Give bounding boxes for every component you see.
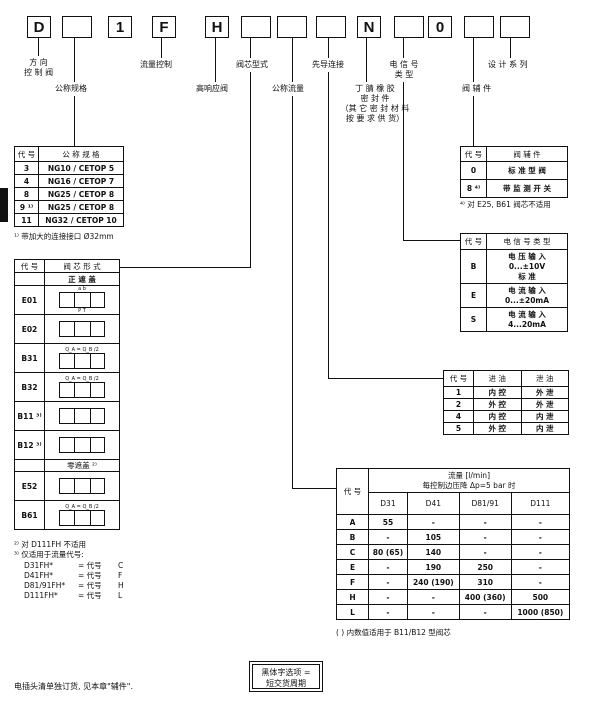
code-box-1 <box>62 16 92 38</box>
code-box-2: 1 <box>108 16 132 38</box>
label-accessory: 阀 辅 件 <box>462 84 492 93</box>
label-direction: 方 向控 制 阀 <box>24 58 54 77</box>
spool-symbol-icon <box>59 353 105 369</box>
spool-symbol <box>44 471 120 501</box>
code-box-10: 0 <box>428 16 452 38</box>
spool-footnote-2: ²⁾ 对 D111FH 不适用 <box>14 540 87 549</box>
spool-symbol-icon <box>59 408 105 424</box>
spool-section-2: 零遮盖 ²⁾ <box>44 459 120 472</box>
spool-section-1: 正 遮 盖 <box>44 272 120 286</box>
label-high-response: 高响应阀 <box>196 84 228 93</box>
table-row: 9 ¹⁾NG25 / CETOP 8 <box>14 200 124 214</box>
spool-symbol: Q_A = Q_B /2 <box>44 372 120 402</box>
side-tab <box>0 188 8 222</box>
code-box-3: F <box>152 16 176 38</box>
spool-symbol-icon <box>59 321 105 337</box>
spool-symbol-icon <box>59 437 105 453</box>
label-signal: 电 信 号类 型 <box>389 60 419 79</box>
code-box-9 <box>394 16 424 38</box>
bold-legend: 黑体字选项 =短交货周期 <box>249 661 323 692</box>
code-box-4: H <box>205 16 229 38</box>
table-row: 8 ⁴⁾带 监 测 开 关 <box>460 179 568 198</box>
label-flow-control: 流量控制 <box>140 60 172 69</box>
code-box-0: D <box>27 16 51 38</box>
spool-symbol <box>44 401 120 431</box>
table-row: H--400 (360)500 <box>336 589 571 605</box>
code-box-6 <box>277 16 307 38</box>
spool-symbol-icon <box>59 292 105 308</box>
table-row: L---1000 (850) <box>336 604 571 620</box>
flow-footnote: ( ) 内数值适用于 B11/B12 型阀芯 <box>336 628 451 637</box>
label-seal: 丁 腈 橡 胶密 封 件 （其 它 密 封 材 料按 要 求 供 货） <box>340 84 410 123</box>
spool-footnote-3: ³⁾ 仅适用于流量代号: <box>14 550 84 559</box>
table-row: E02 <box>14 314 120 344</box>
table-row: E52 <box>14 471 120 501</box>
table-row: F-240 (190)310- <box>336 574 571 590</box>
accessory-footnote: ⁴⁾ 对 E25, B61 阀芯不适用 <box>460 200 551 209</box>
table-row: B12 ³⁾ <box>14 430 120 460</box>
label-spool-flow: 公称流量 <box>272 84 304 93</box>
label-pilot: 先导连接 <box>312 60 344 69</box>
code-box-11 <box>464 16 494 38</box>
label-spool-type: 阀芯型式 <box>236 60 268 69</box>
table-row: B-105-- <box>336 529 571 545</box>
spool-symbol: Q_A = Q_B /2 <box>44 343 120 373</box>
spool-symbol-icon <box>59 382 105 398</box>
code-box-8: N <box>357 16 381 38</box>
code-box-12 <box>500 16 530 38</box>
table-row: B11 ³⁾ <box>14 401 120 431</box>
size-footnote: ¹⁾ 带加大的连接接口 Ø32mm <box>14 232 114 241</box>
spool-symbol <box>44 430 120 460</box>
label-design: 设 计 系 列 <box>488 60 528 69</box>
spool-symbol-icon <box>59 510 105 526</box>
spool-symbol: Q_A = Q_B /2 <box>44 500 120 530</box>
spool-symbol-icon <box>59 478 105 494</box>
label-nominal-size: 公称规格 <box>55 84 87 93</box>
spool-symbol <box>44 314 120 344</box>
connector-note: 电插头清单独订货, 见本章"辅件". <box>14 682 133 691</box>
code-box-5 <box>241 16 271 38</box>
code-box-7 <box>316 16 346 38</box>
